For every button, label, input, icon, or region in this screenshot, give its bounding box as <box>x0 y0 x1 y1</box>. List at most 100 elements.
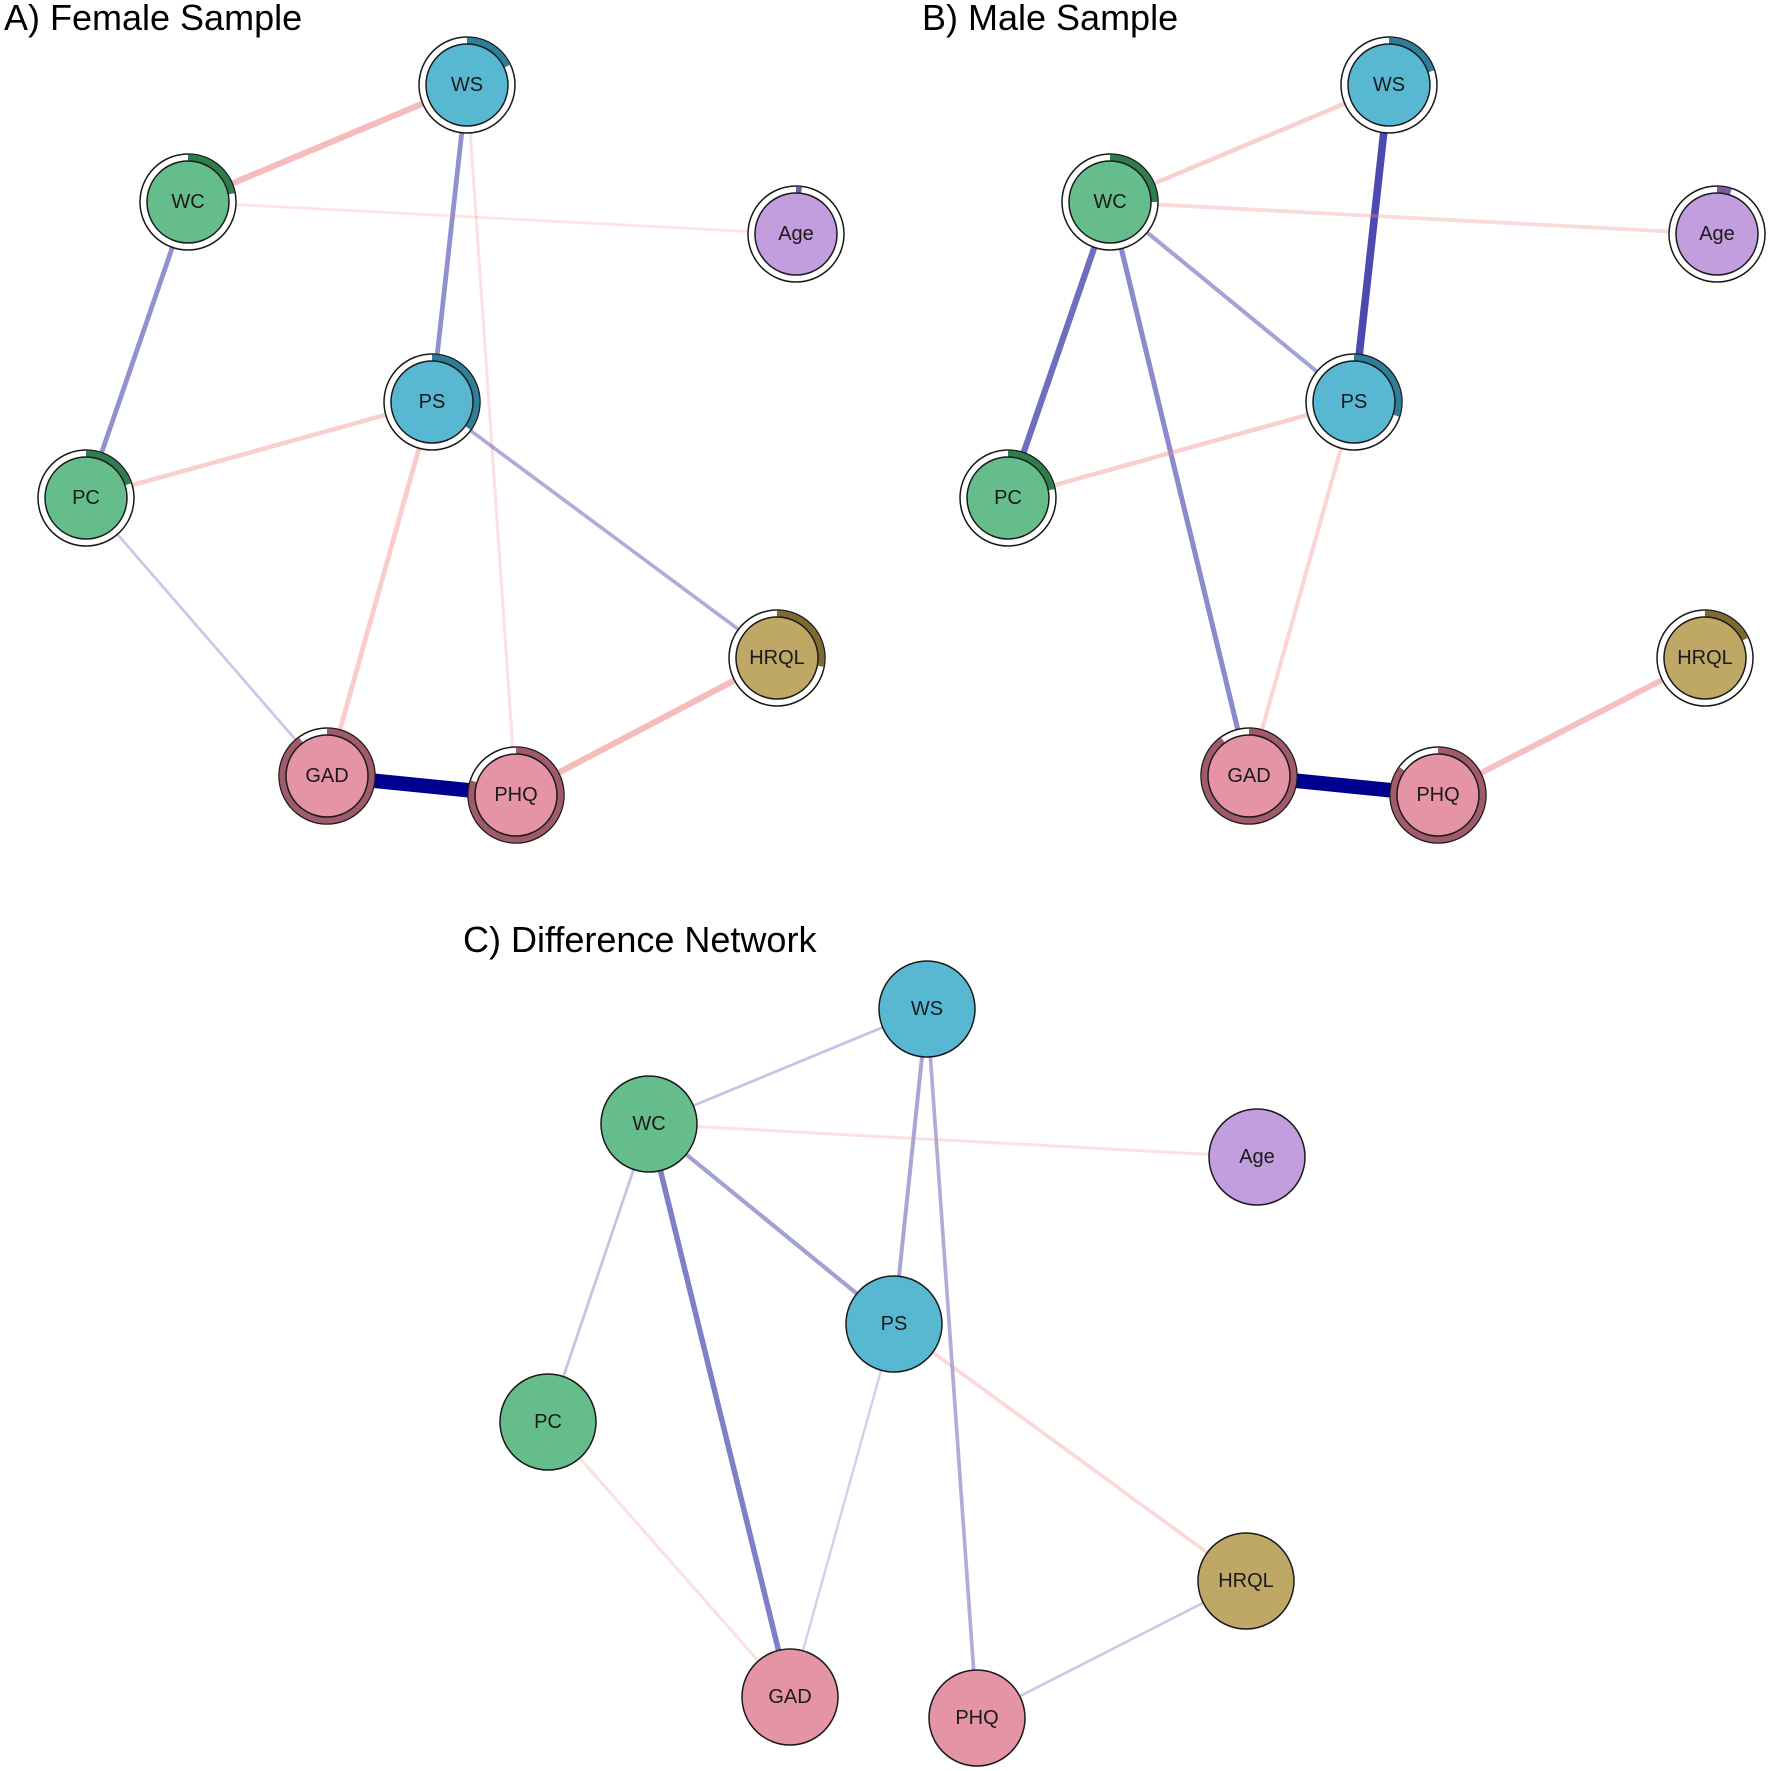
node-circle-phq <box>1396 753 1480 837</box>
node-label-pc: PC <box>994 487 1022 509</box>
node-label-ps: PS <box>419 391 446 413</box>
edge-wc-age <box>187 200 797 236</box>
node-pie-arc-ps <box>1353 354 1402 417</box>
node-circle-age <box>754 192 838 276</box>
node-pie-arc-age <box>1716 186 1732 195</box>
edge-ws-wc <box>186 82 469 205</box>
edge-phq-hrql <box>1436 655 1707 798</box>
node-label-gad: GAD <box>305 765 348 787</box>
node-circle-wc <box>1068 160 1152 244</box>
node-circle-gad <box>285 734 369 818</box>
node-label-ps: PS <box>881 1313 908 1335</box>
node-pie-arc-phq <box>468 747 564 843</box>
node-circle-ps <box>1312 360 1396 444</box>
node-circle-hrql <box>1197 1532 1295 1630</box>
node-wc: WC <box>600 1075 698 1173</box>
node-circle-gad <box>1207 734 1291 818</box>
edge-layer-difference <box>546 1007 1258 1720</box>
node-pie-arc-wc <box>187 154 235 195</box>
edge-wc-gad <box>1107 201 1252 777</box>
edge-ws-ps <box>1350 84 1393 403</box>
node-pie-arc-ps <box>431 354 480 430</box>
node-circle-pc <box>966 456 1050 540</box>
edge-ws-phq <box>465 84 518 796</box>
edge-wc-pc <box>1005 200 1113 500</box>
edge-pc-gad <box>546 1420 792 1699</box>
edge-ps-hrql <box>430 400 779 660</box>
edge-wc-gad <box>646 1123 793 1698</box>
node-hrql: HRQL <box>1197 1532 1295 1630</box>
node-pc: PC <box>37 449 135 547</box>
node-age: Age <box>1668 185 1766 283</box>
edge-wc-pc <box>83 201 191 499</box>
edge-ws-wc <box>1109 82 1390 205</box>
node-circle-phq <box>474 753 558 837</box>
node-gad: GAD <box>1200 727 1298 825</box>
node-circle-age <box>1208 1108 1306 1206</box>
node-hrql: HRQL <box>728 609 826 707</box>
panel-title-difference: C) Difference Network <box>463 919 817 960</box>
edge-ws-phq <box>925 1008 979 1719</box>
node-age: Age <box>1208 1108 1306 1206</box>
node-circle-ws <box>1347 43 1431 127</box>
node-ps: PS <box>383 353 481 451</box>
node-circle-phq <box>928 1669 1026 1767</box>
edge-ps-pc <box>1007 399 1355 501</box>
edge-phq-hrql <box>976 1579 1247 1720</box>
node-pc: PC <box>499 1373 597 1471</box>
node-ws: WS <box>878 960 976 1058</box>
node-circle-ps <box>845 1275 943 1373</box>
node-phq: PHQ <box>467 746 565 844</box>
node-circle-wc <box>146 160 230 244</box>
node-circle-ws <box>878 960 976 1058</box>
node-pie-arc-pc <box>85 450 132 486</box>
node-label-wc: WC <box>632 1113 665 1135</box>
node-circle-ws <box>425 43 509 127</box>
node-age: Age <box>747 185 845 283</box>
node-label-ws: WS <box>911 998 943 1020</box>
node-gad: GAD <box>278 727 376 825</box>
node-label-hrql: HRQL <box>749 647 805 669</box>
panel-title-female: A) Female Sample <box>4 0 302 38</box>
node-circle-gad <box>741 1648 839 1746</box>
edge-pc-gad <box>84 497 329 777</box>
node-pie-arc-ws <box>1388 37 1435 73</box>
node-label-wc: WC <box>171 191 204 213</box>
edge-ps-gad <box>324 401 435 777</box>
node-wc: WC <box>1061 153 1159 251</box>
node-label-gad: GAD <box>768 1686 811 1708</box>
node-label-ws: WS <box>1373 74 1405 96</box>
edge-wc-pc <box>546 1123 651 1423</box>
node-pie-arc-gad <box>1201 728 1297 824</box>
edge-ps-gad <box>788 1323 896 1698</box>
node-hrql: HRQL <box>1656 609 1754 707</box>
node-ps: PS <box>845 1275 943 1373</box>
node-label-age: Age <box>778 223 814 245</box>
node-pie-arc-ws <box>466 37 510 68</box>
edge-wc-ps <box>647 1122 896 1326</box>
edge-wc-age <box>648 1122 1258 1159</box>
node-label-age: Age <box>1239 1146 1275 1168</box>
node-label-ps: PS <box>1341 391 1368 413</box>
node-circle-pc <box>499 1373 597 1471</box>
node-pie-arc-hrql <box>1704 610 1748 641</box>
node-label-pc: PC <box>72 487 100 509</box>
node-label-wc: WC <box>1093 191 1126 213</box>
node-label-pc: PC <box>534 1411 562 1433</box>
node-label-hrql: HRQL <box>1218 1570 1274 1592</box>
edge-wc-ps <box>1108 200 1356 404</box>
node-circle-hrql <box>1663 616 1747 700</box>
panel-title-male: B) Male Sample <box>922 0 1178 38</box>
node-pie-arc-pc <box>1007 450 1055 491</box>
node-ws: WS <box>418 36 516 134</box>
node-phq: PHQ <box>928 1669 1026 1767</box>
edge-ws-ps <box>429 84 470 403</box>
node-label-ws: WS <box>451 74 483 96</box>
node-circle-pc <box>44 456 128 540</box>
